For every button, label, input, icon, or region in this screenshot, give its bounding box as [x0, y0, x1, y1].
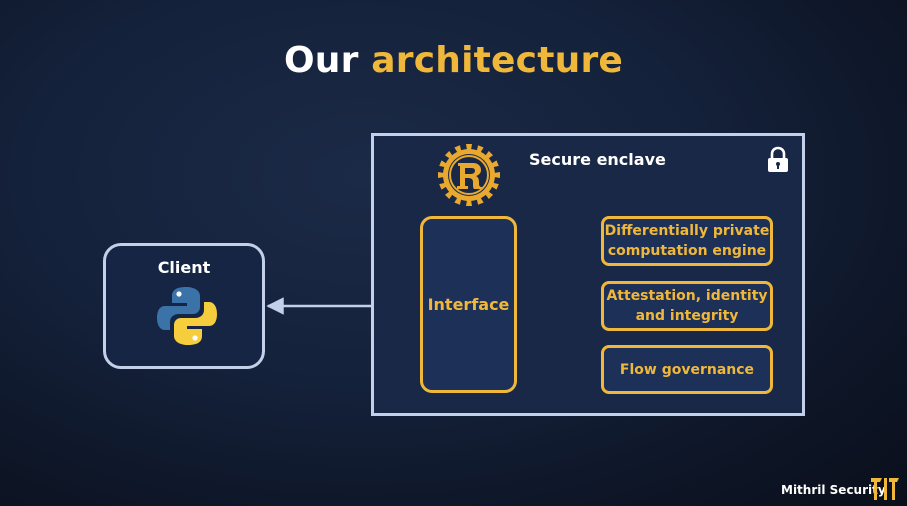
interface-box: Interface [420, 216, 517, 393]
slide-title: Our architecture [0, 40, 907, 81]
flow-governance-label: Flow governance [619, 361, 755, 378]
dp-engine-line-2: computation engine [607, 243, 767, 259]
title-part-1: Our [283, 40, 359, 81]
attestation-box: Attestation, identity and integrity [601, 281, 773, 331]
python-logo-icon [157, 287, 217, 345]
flow-governance-box: Flow governance [601, 345, 773, 394]
mithril-logo-icon [871, 478, 899, 500]
attestation-line-2: and integrity [635, 308, 739, 324]
rust-logo-icon [438, 144, 500, 206]
title-part-2: architecture [371, 40, 624, 81]
dp-engine-box: Differentially private computation engin… [601, 216, 773, 266]
secure-enclave-label: Secure enclave [529, 150, 666, 169]
client-box: Client [103, 243, 265, 369]
client-label: Client [157, 258, 211, 277]
brand-name: Mithril Security [781, 483, 886, 497]
attestation-line-1: Attestation, identity [606, 288, 768, 304]
dp-engine-line-1: Differentially private [604, 223, 770, 239]
lock-icon [768, 146, 788, 172]
